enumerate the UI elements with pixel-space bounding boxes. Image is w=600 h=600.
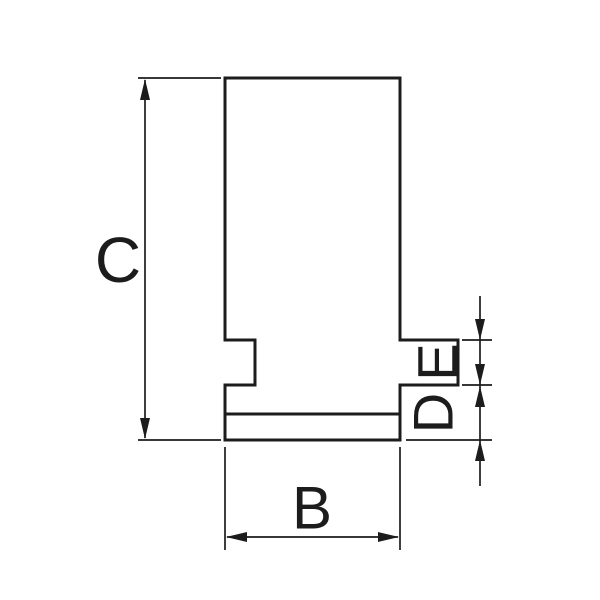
arrow-down-icon	[475, 319, 485, 340]
arrow-down-icon	[140, 418, 150, 439]
jaw-outline	[223, 76, 460, 442]
arrow-up-icon	[475, 440, 485, 461]
arrow-left-icon	[226, 532, 247, 542]
arrow-up-icon	[140, 79, 150, 100]
dimension-b-arrowheads	[226, 532, 399, 542]
dimension-b-label: B	[292, 475, 332, 542]
dimension-d-label: D	[402, 393, 465, 433]
dimension-c-arrowheads	[140, 79, 150, 439]
dimension-c-label: C	[95, 224, 141, 296]
dimension-c	[138, 77, 221, 441]
dimension-e-label: E	[406, 343, 469, 380]
arrow-down-icon	[475, 364, 485, 385]
arrow-up-icon	[475, 386, 485, 407]
dimension-b	[224, 447, 401, 550]
jaw-part-geometry	[223, 76, 460, 442]
dimension-de-arrowheads	[475, 319, 485, 461]
arrow-right-icon	[378, 532, 399, 542]
